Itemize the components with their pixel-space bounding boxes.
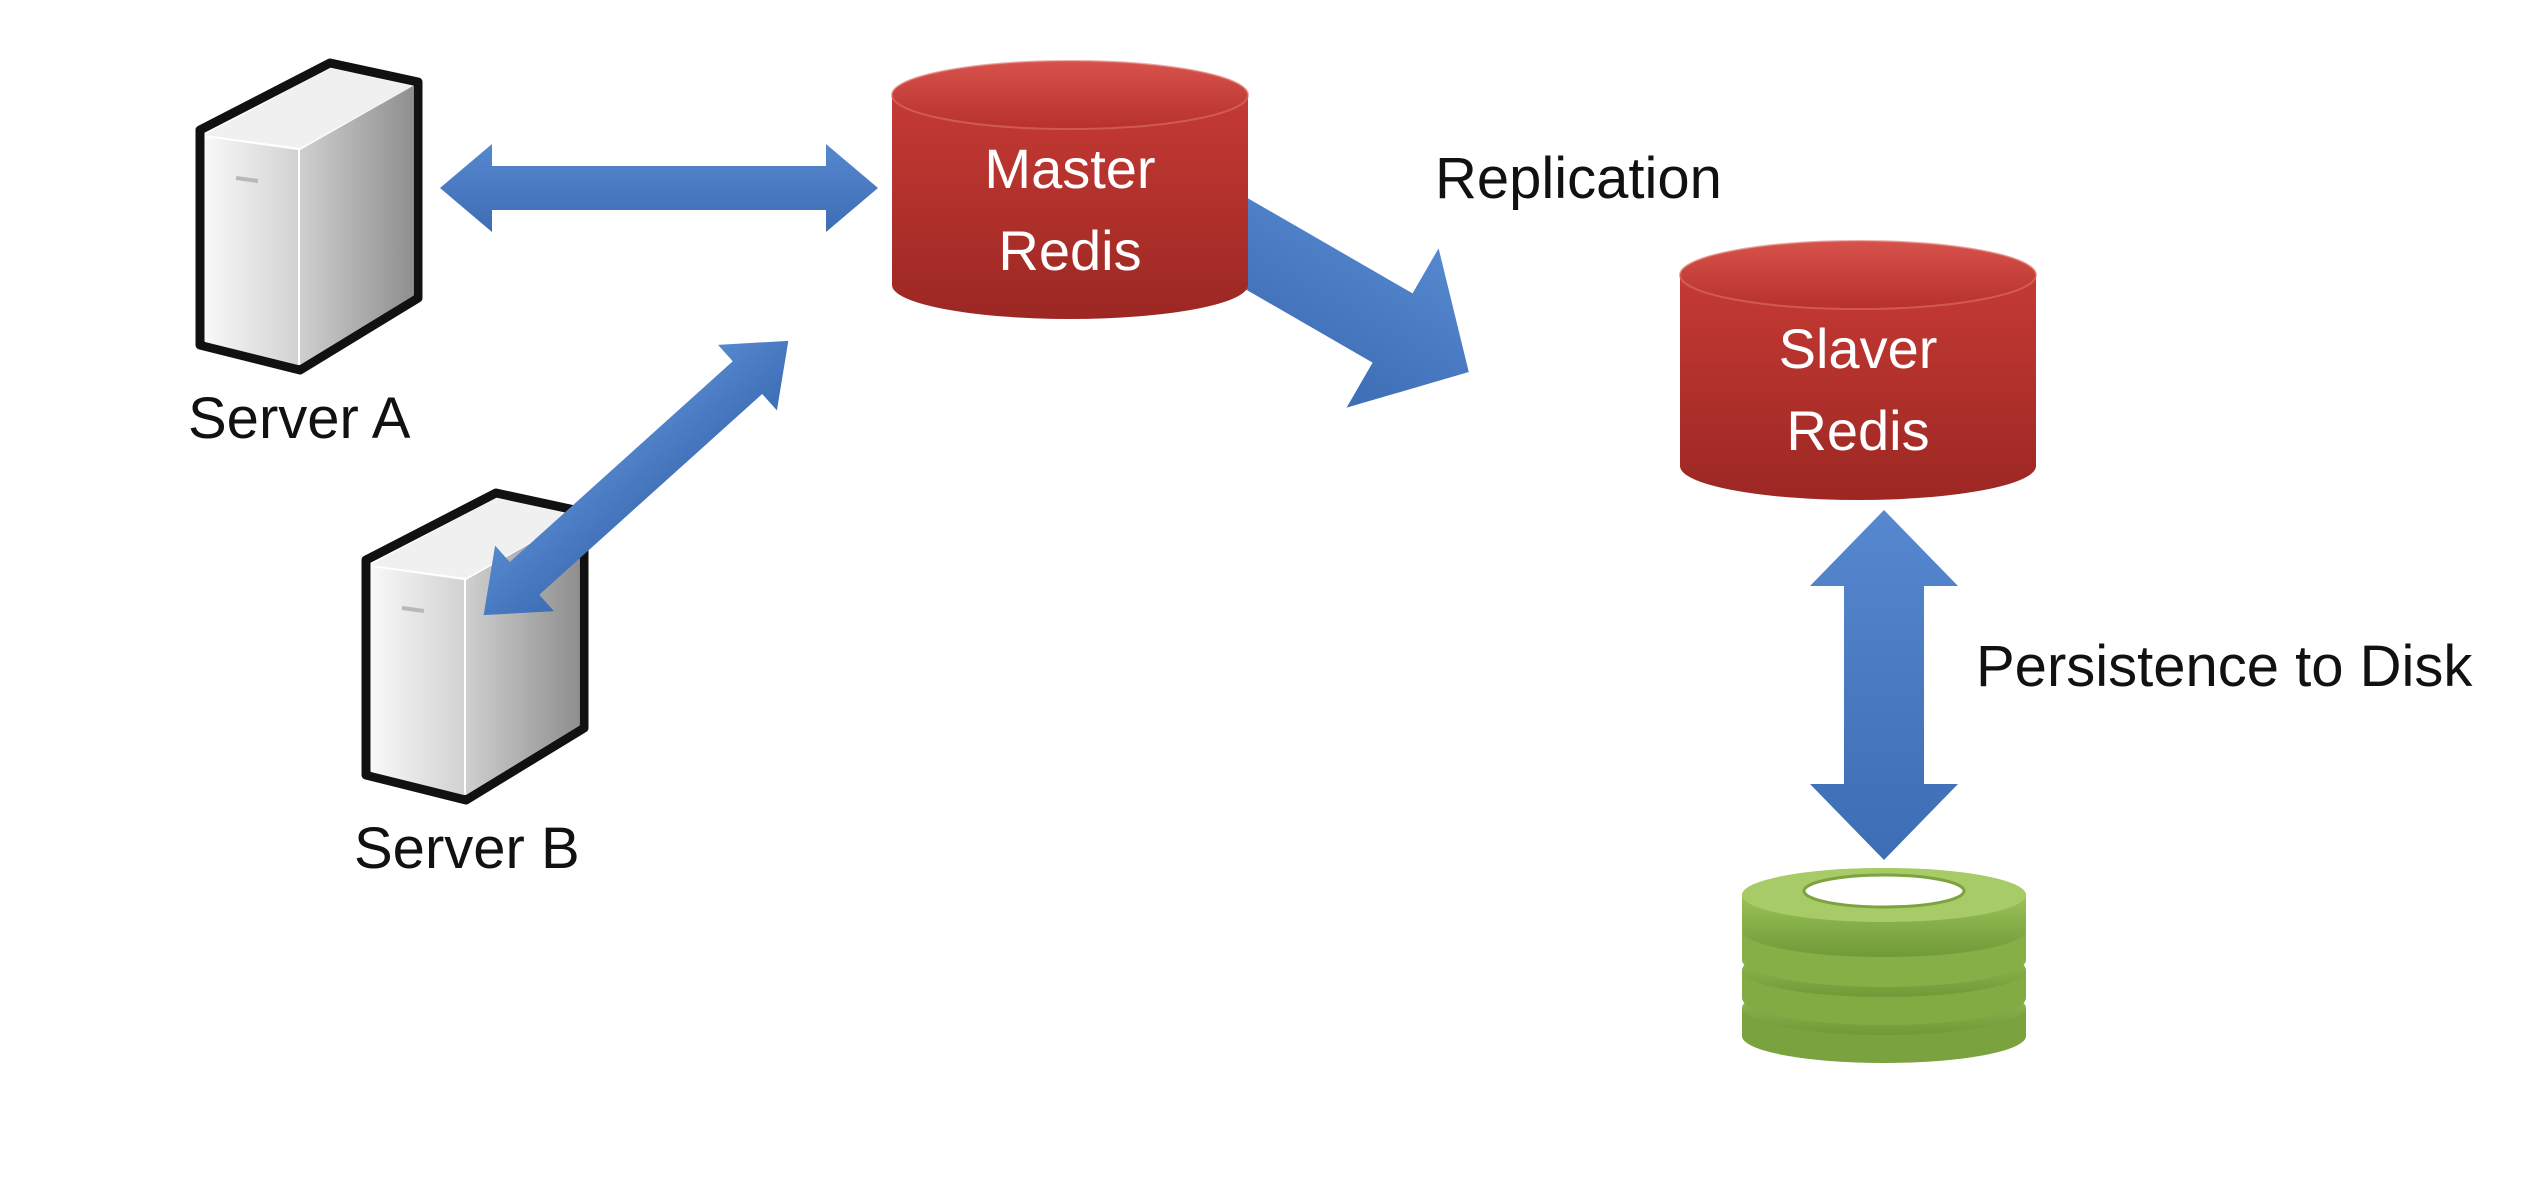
disk-stack-icon	[1742, 868, 2026, 1063]
persistence-label: Persistence to Disk	[1976, 634, 2473, 699]
server-a-master-arrow	[440, 144, 878, 232]
replication-label: Replication	[1435, 146, 1722, 211]
slave-redis-label-line1: Slaver	[1779, 317, 1938, 380]
slave-redis-label-line2: Redis	[1786, 399, 1929, 462]
server-a-label: Server A	[188, 386, 411, 451]
master-redis-label-line2: Redis	[998, 219, 1141, 282]
master-redis-cylinder	[891, 60, 1249, 319]
master-redis-label-line1: Master	[984, 137, 1155, 200]
server-b-label: Server B	[354, 816, 580, 881]
slave-redis-cylinder	[1679, 240, 2037, 500]
server-b-master-arrow	[483, 340, 789, 616]
persistence-arrow	[1810, 510, 1958, 860]
server-a-icon	[195, 58, 423, 375]
